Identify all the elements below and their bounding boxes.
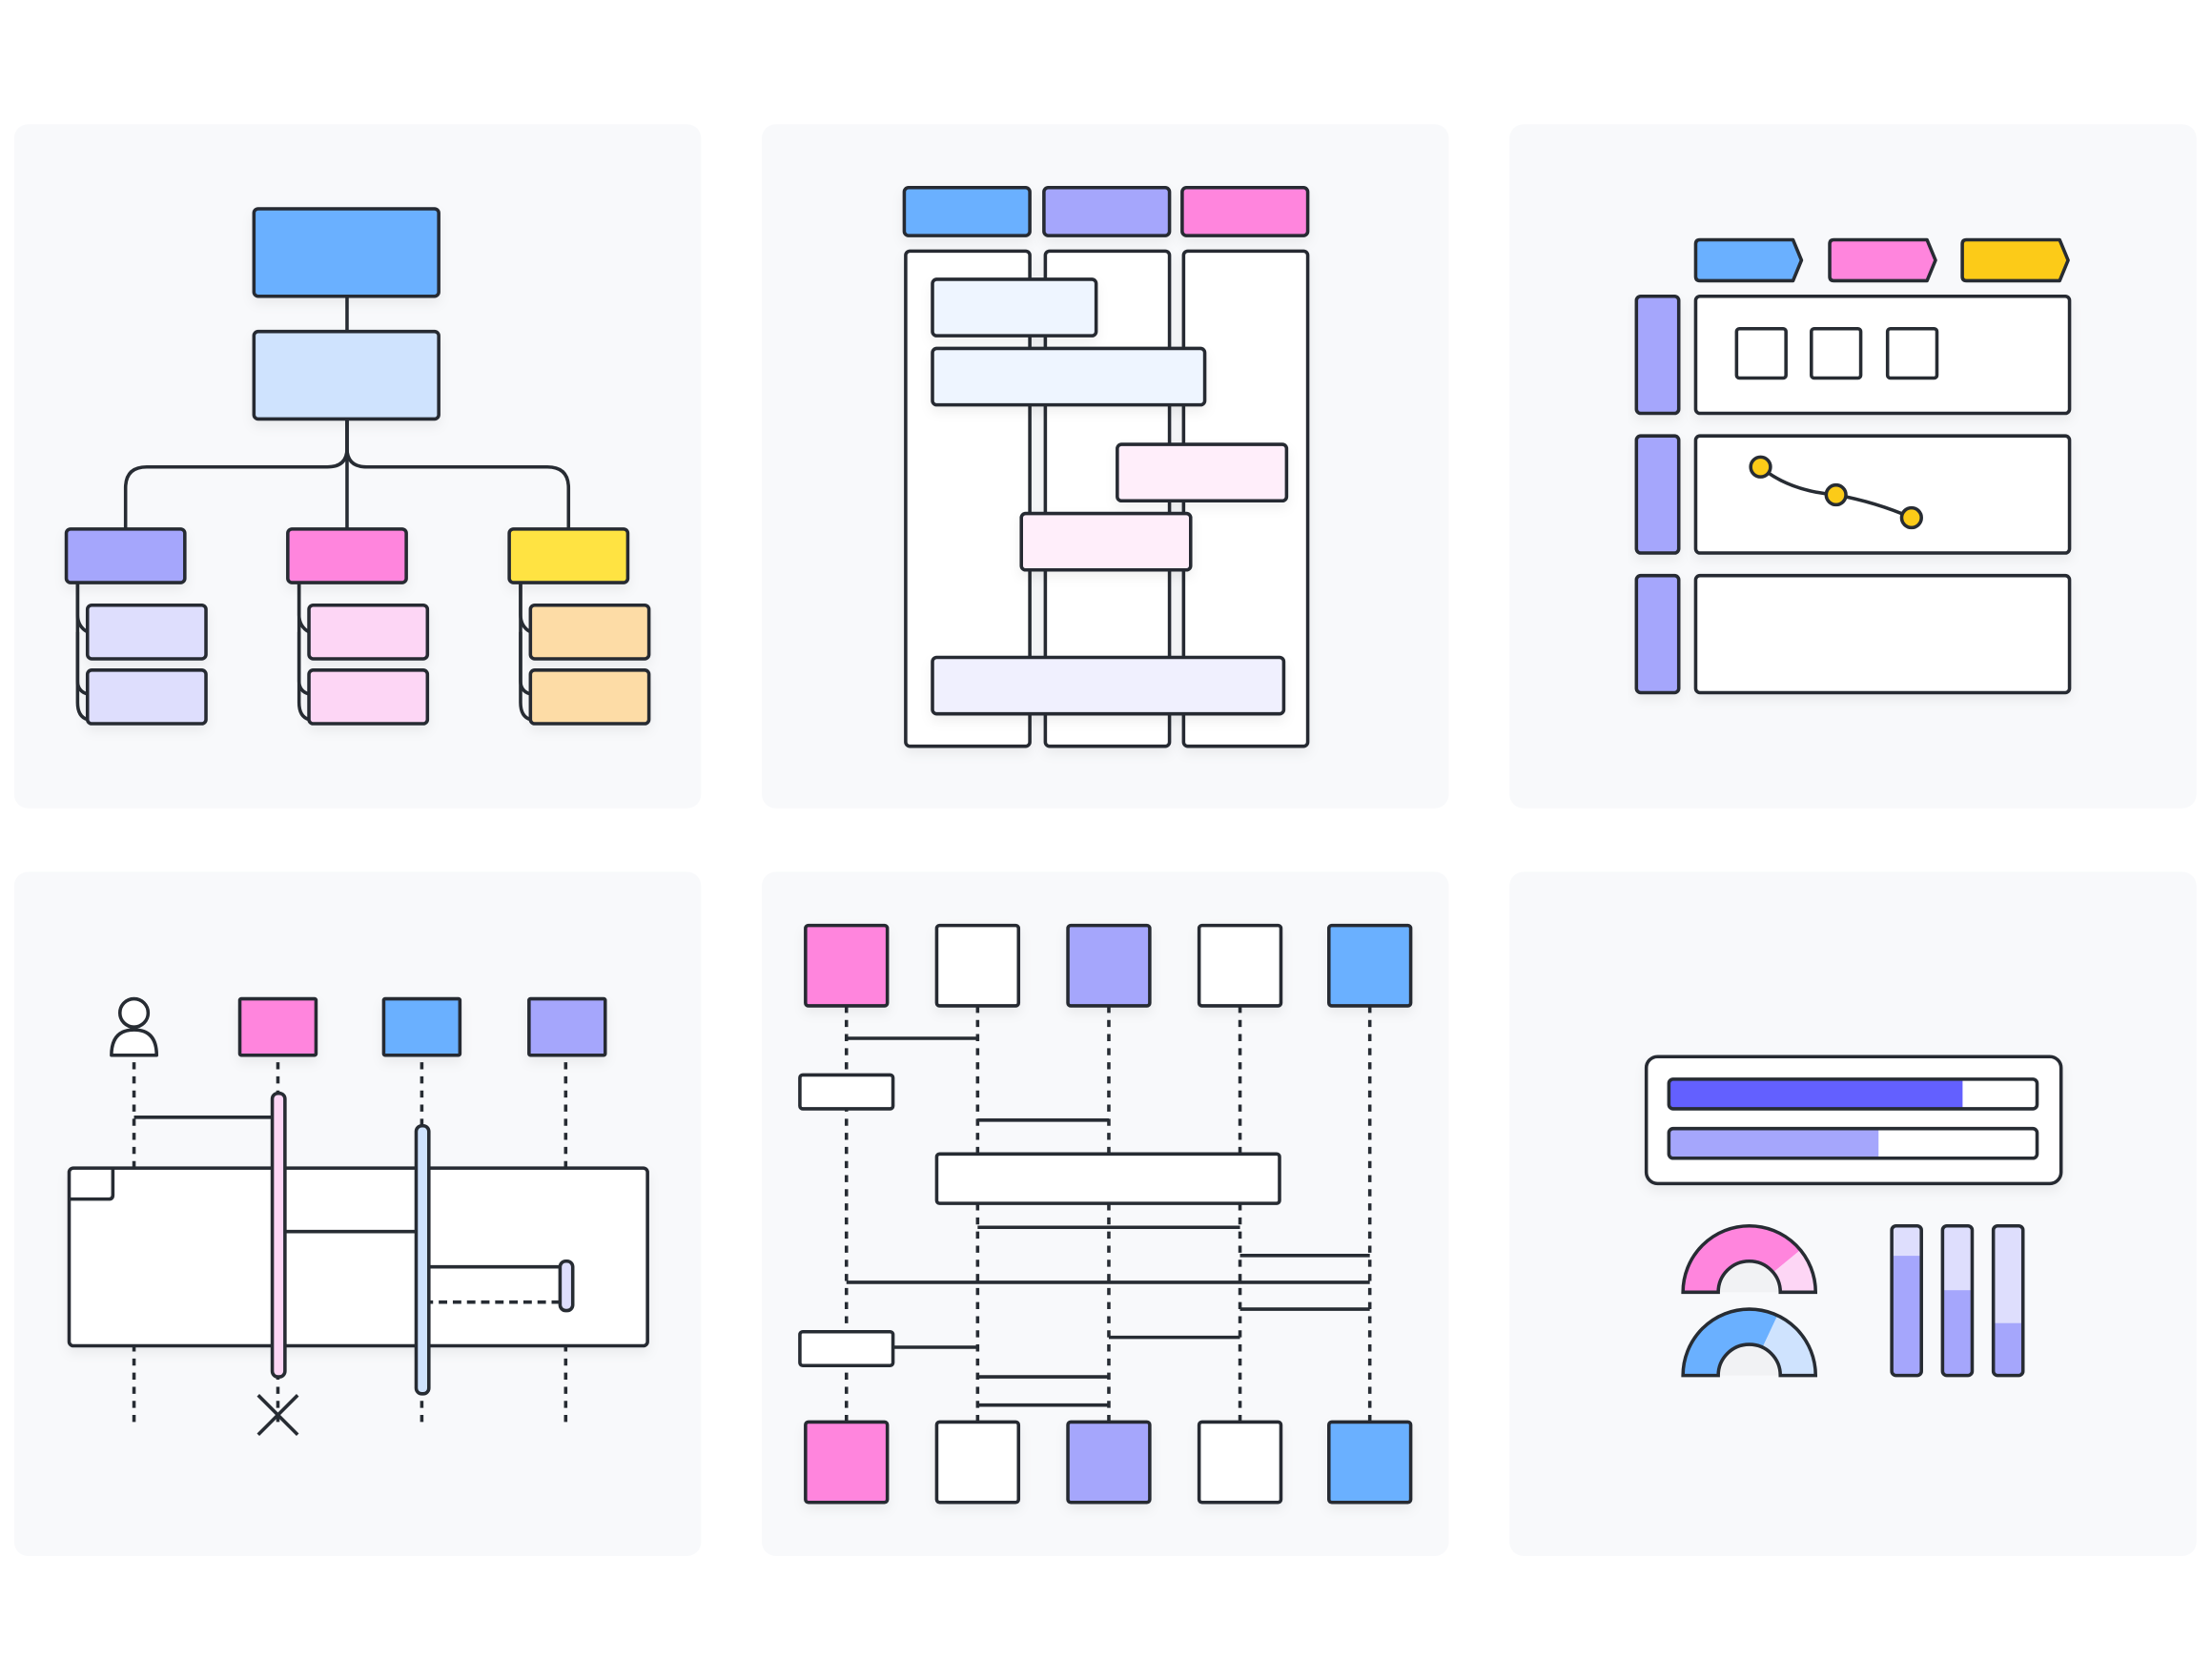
note-box <box>798 1073 895 1111</box>
frame-box <box>67 1166 649 1348</box>
progress-fill <box>1669 1130 1879 1157</box>
participant-box <box>527 996 607 1057</box>
checkbox-square <box>1810 326 1863 380</box>
participant-bottom <box>1197 1420 1283 1505</box>
participant-top <box>1066 923 1152 1008</box>
task-card <box>1019 511 1193 572</box>
sequence-diagram-actor-template[interactable] <box>13 871 702 1556</box>
participant-top <box>1327 923 1413 1008</box>
participant-bottom <box>1327 1420 1413 1505</box>
x-stroke <box>256 1394 299 1437</box>
manager-node <box>252 329 440 421</box>
team-node <box>507 527 630 584</box>
actor-body <box>110 1028 159 1057</box>
actor-icon <box>110 996 159 1057</box>
column-header <box>1042 186 1172 237</box>
branch-line <box>75 583 89 634</box>
activation-bar <box>270 1091 287 1379</box>
activation-bar <box>558 1259 575 1313</box>
participant-bottom <box>934 1420 1021 1505</box>
sequence-diagram-lifelines-template[interactable] <box>761 871 1449 1556</box>
chart-point <box>1899 505 1923 530</box>
team-node <box>286 527 408 584</box>
chart-point <box>1749 455 1772 479</box>
task-card <box>931 346 1207 407</box>
content-block <box>1693 294 2072 416</box>
gauge-outline <box>1681 1307 1818 1378</box>
org-chart-template[interactable] <box>13 124 702 809</box>
content-block <box>1693 573 2072 695</box>
member-node <box>307 668 430 726</box>
gauge <box>1681 1223 1818 1295</box>
participant-bottom <box>804 1420 890 1505</box>
participant-box <box>237 996 318 1057</box>
chart-point <box>1824 482 1848 507</box>
sidebar-block <box>1634 434 1681 555</box>
bar-fill <box>1892 1256 1922 1376</box>
gauge-center <box>1718 1260 1781 1293</box>
participant-top <box>804 923 890 1008</box>
participant-bottom <box>1066 1420 1152 1505</box>
task-card <box>931 655 1286 716</box>
branch-line <box>519 631 531 722</box>
kanban-board-template[interactable] <box>761 124 1449 809</box>
gauge-center <box>1718 1344 1781 1376</box>
content-block <box>1693 434 2072 555</box>
span-box <box>934 1152 1281 1205</box>
tag-label <box>1960 237 2070 283</box>
panel-card[interactable] <box>1509 871 2197 1556</box>
dashboard-layout-template[interactable] <box>1509 124 2197 809</box>
gauge-remaining <box>1772 1249 1816 1293</box>
destroy-x-icon <box>256 1394 299 1437</box>
task-card <box>1116 442 1289 503</box>
checkbox-square <box>1885 326 1939 380</box>
bar-fill <box>1993 1322 2023 1376</box>
vertical-bar <box>1890 1223 1923 1378</box>
participant-top <box>1197 923 1283 1008</box>
member-node <box>528 603 651 661</box>
vertical-bar <box>1940 1223 1975 1378</box>
vertical-bar <box>1991 1223 2025 1378</box>
branch-line <box>297 631 310 722</box>
member-node <box>85 603 208 661</box>
gauge <box>1681 1307 1818 1378</box>
progress-card <box>1644 1055 2063 1186</box>
tag-label <box>1828 237 1937 283</box>
metrics-dashboard-template[interactable] <box>1509 871 2197 1556</box>
tag-label <box>1693 237 1804 283</box>
progress-bar <box>1667 1077 2039 1111</box>
column-header <box>902 186 1032 237</box>
member-node <box>85 668 208 726</box>
note-box <box>798 1329 895 1368</box>
participant-box <box>381 996 462 1057</box>
panel-card[interactable] <box>761 871 1449 1556</box>
column-header <box>1180 186 1310 237</box>
progress-fill <box>1669 1080 1963 1108</box>
team-node <box>64 527 187 584</box>
bar-fill <box>1942 1290 1973 1376</box>
gauge-remaining <box>1762 1315 1816 1376</box>
gauge-outline <box>1681 1223 1818 1295</box>
progress-bar <box>1667 1126 2039 1160</box>
root-node <box>252 207 440 298</box>
member-node <box>528 668 651 726</box>
participant-top <box>934 923 1021 1008</box>
actor-head <box>117 996 151 1029</box>
branch-line <box>75 631 89 722</box>
branch-line <box>297 583 310 634</box>
sidebar-block <box>1634 294 1681 416</box>
member-node <box>307 603 430 661</box>
checkbox-square <box>1734 326 1788 380</box>
sidebar-block <box>1634 573 1681 695</box>
activation-bar <box>414 1123 431 1396</box>
task-card <box>931 277 1098 338</box>
branch-line <box>519 583 532 634</box>
gauge-value <box>1683 1225 1801 1293</box>
frame-tab <box>69 1168 115 1201</box>
